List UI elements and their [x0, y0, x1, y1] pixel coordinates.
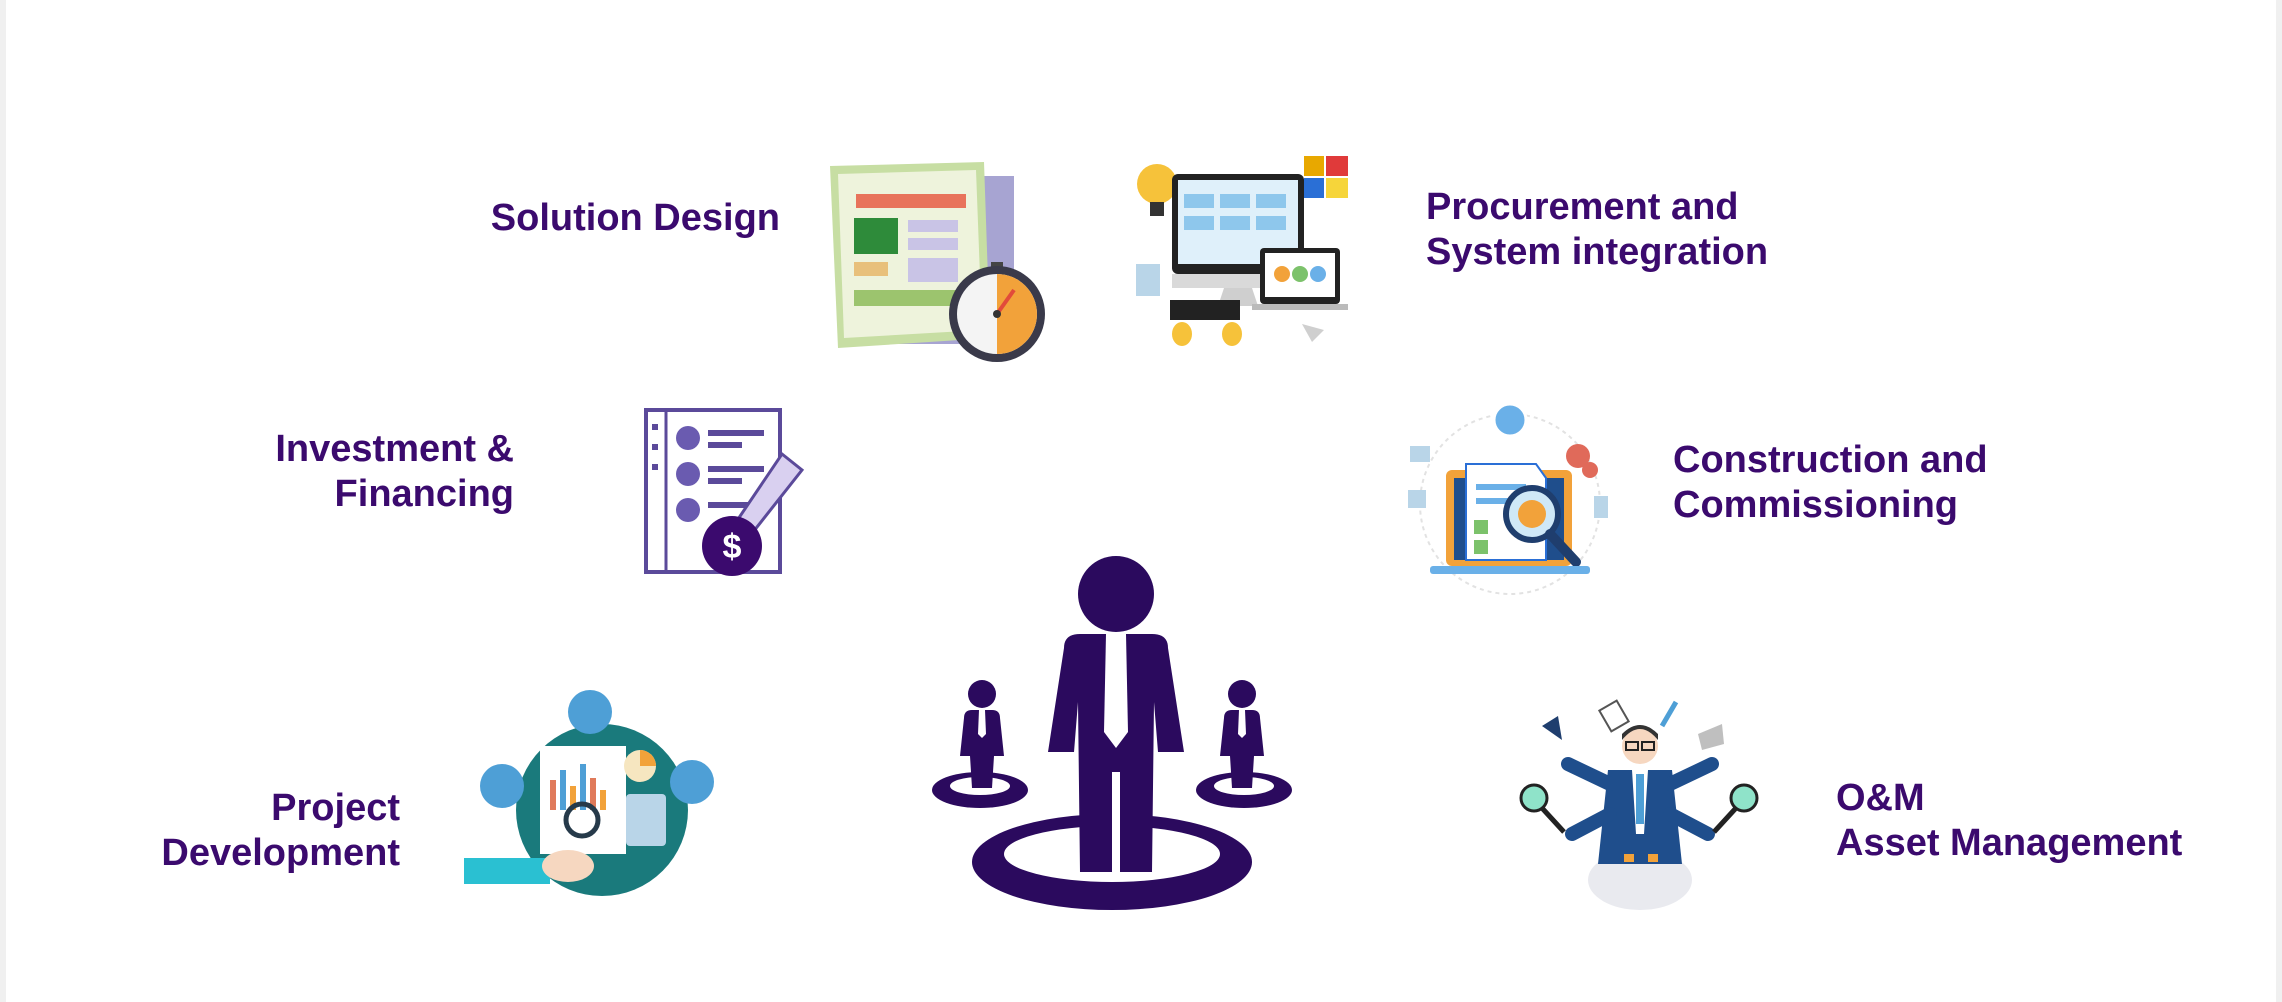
document-stopwatch-icon	[830, 162, 1045, 362]
svg-text:$: $	[723, 528, 742, 566]
label-investment-financing: Investment & Financing	[275, 428, 514, 515]
label-om-asset-management: O&M Asset Management	[1836, 777, 2183, 864]
label-solution-design: Solution Design	[490, 197, 780, 239]
label-procurement: Procurement and System integration	[1426, 186, 1769, 273]
multitasking-manager-icon	[1519, 699, 1759, 910]
checklist-dollar-icon: $	[644, 408, 805, 576]
analytics-circle-icon	[464, 690, 714, 896]
leader-team-icon	[932, 556, 1292, 910]
label-construction-commissioning: Construction and Commissioning	[1673, 439, 1988, 526]
diagram-canvas: Solution Design Procurement and System i…	[6, 0, 2276, 1002]
label-project-development: Project Development	[161, 787, 400, 874]
laptop-inspection-icon	[1408, 402, 1608, 595]
computer-devices-icon	[1136, 156, 1348, 346]
